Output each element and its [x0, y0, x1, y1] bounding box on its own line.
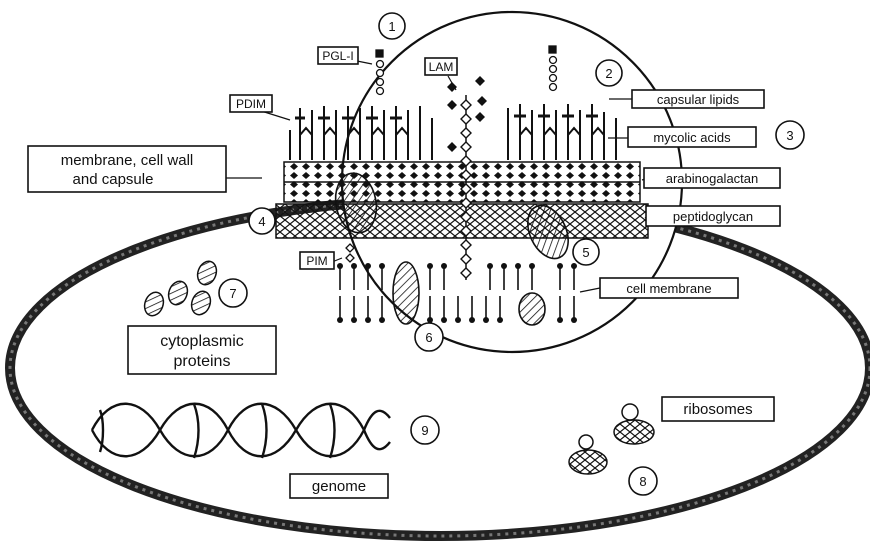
- number-9-text: 9: [421, 423, 428, 438]
- number-5-text: 5: [582, 245, 589, 260]
- label-pgl: PGL-I: [318, 47, 358, 64]
- label-capsular-lipids-text: capsular lipids: [657, 92, 740, 107]
- number-7-text: 7: [229, 286, 236, 301]
- label-mycolic-acids-text: mycolic acids: [653, 130, 731, 145]
- label-genome: genome: [290, 474, 388, 498]
- label-pim-text: PIM: [306, 254, 327, 268]
- label-pim: PIM: [300, 252, 334, 269]
- number-4-text: 4: [258, 214, 265, 229]
- number-marker-8: 8: [629, 467, 657, 495]
- number-6-text: 6: [425, 330, 432, 345]
- number-marker-1: 1: [379, 13, 405, 39]
- label-membrane-line2: and capsule: [73, 171, 154, 188]
- label-cell-membrane-text: cell membrane: [626, 281, 711, 296]
- label-arabinogalactan-text: arabinogalactan: [666, 171, 759, 186]
- number-8-text: 8: [639, 474, 646, 489]
- label-membrane-cell-wall: membrane, cell wall and capsule: [28, 146, 226, 192]
- label-peptidoglycan-text: peptidoglycan: [673, 209, 753, 224]
- label-genome-text: genome: [312, 478, 366, 495]
- label-lam: LAM: [425, 58, 457, 75]
- label-cell-membrane: cell membrane: [600, 278, 738, 298]
- number-1-text: 1: [388, 19, 395, 34]
- number-marker-3: 3: [776, 121, 804, 149]
- ribosome-shapes: [569, 404, 654, 474]
- number-3-text: 3: [786, 128, 793, 143]
- number-marker-5: 5: [573, 239, 599, 265]
- label-lam-text: LAM: [429, 60, 454, 74]
- label-ribosomes: ribosomes: [662, 397, 774, 421]
- label-pdim-text: PDIM: [236, 97, 266, 111]
- label-cytoplasmic-line1: cytoplasmic: [160, 333, 244, 350]
- genome-shape: [92, 404, 390, 458]
- number-marker-6: 6: [415, 323, 443, 351]
- label-mycolic-acids: mycolic acids: [628, 127, 756, 147]
- number-marker-9: 9: [411, 416, 439, 444]
- number-marker-7: 7: [219, 279, 247, 307]
- label-pdim: PDIM: [230, 95, 272, 112]
- cytoplasmic-proteins-shapes: [141, 259, 219, 319]
- label-cytoplasmic-proteins: cytoplasmic proteins: [128, 326, 276, 374]
- number-marker-2: 2: [596, 60, 622, 86]
- number-2-text: 2: [605, 66, 612, 81]
- label-pgl-text: PGL-I: [322, 49, 353, 63]
- label-ribosomes-text: ribosomes: [683, 401, 752, 418]
- label-arabinogalactan: arabinogalactan: [644, 168, 780, 188]
- number-marker-4: 4: [249, 208, 275, 234]
- label-membrane-line1: membrane, cell wall: [61, 152, 194, 169]
- label-peptidoglycan: peptidoglycan: [646, 206, 780, 226]
- label-cytoplasmic-line2: proteins: [174, 353, 231, 370]
- label-capsular-lipids: capsular lipids: [632, 90, 764, 108]
